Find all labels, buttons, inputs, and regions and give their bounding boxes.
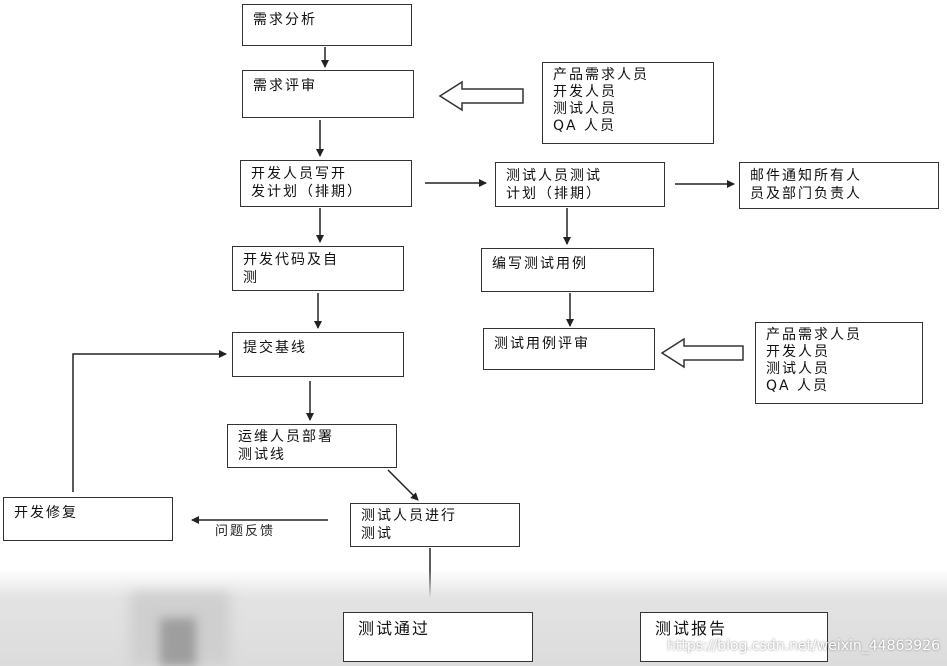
arrow-ops-to-testing (387, 469, 419, 501)
label-issue-feedback: 问题反馈 (215, 524, 276, 539)
node-test-plan: 测试人员测试 计划（排期） (495, 162, 665, 207)
node-ops-deploy: 运维人员部署 测试线 (227, 424, 397, 468)
node-dev-fix: 开发修复 (3, 497, 173, 541)
hollow-arrow-reviewers-top (438, 80, 524, 112)
node-req-analysis: 需求分析 (242, 4, 412, 46)
node-case-review: 测试用例评审 (483, 328, 655, 370)
node-email-notify: 邮件通知所有人 员及部门负责人 (739, 162, 939, 209)
blurred-thumbnail-core (160, 618, 196, 666)
hollow-arrow-reviewers-bottom (660, 337, 744, 369)
node-dev-code: 开发代码及自 测 (232, 246, 404, 291)
watermark-text: https://blog.csdn.net/weixin_44863926 (667, 638, 941, 654)
arrow-fix-to-baseline (72, 350, 227, 492)
node-write-cases: 编写测试用例 (481, 248, 654, 292)
node-reviewers-bottom: 产品需求人员 开发人员 测试人员 QA 人员 (755, 322, 923, 404)
node-req-review: 需求评审 (242, 70, 414, 118)
node-reviewers-top: 产品需求人员 开发人员 测试人员 QA 人员 (542, 62, 714, 144)
node-test-pass: 测试通过 (343, 612, 533, 662)
node-testing: 测试人员进行 测试 (350, 503, 520, 547)
node-test-report: 测试报告 (640, 612, 828, 662)
node-submit-baseline: 提交基线 (232, 332, 404, 377)
node-dev-plan: 开发人员写开 发计划（排期） (240, 160, 412, 207)
